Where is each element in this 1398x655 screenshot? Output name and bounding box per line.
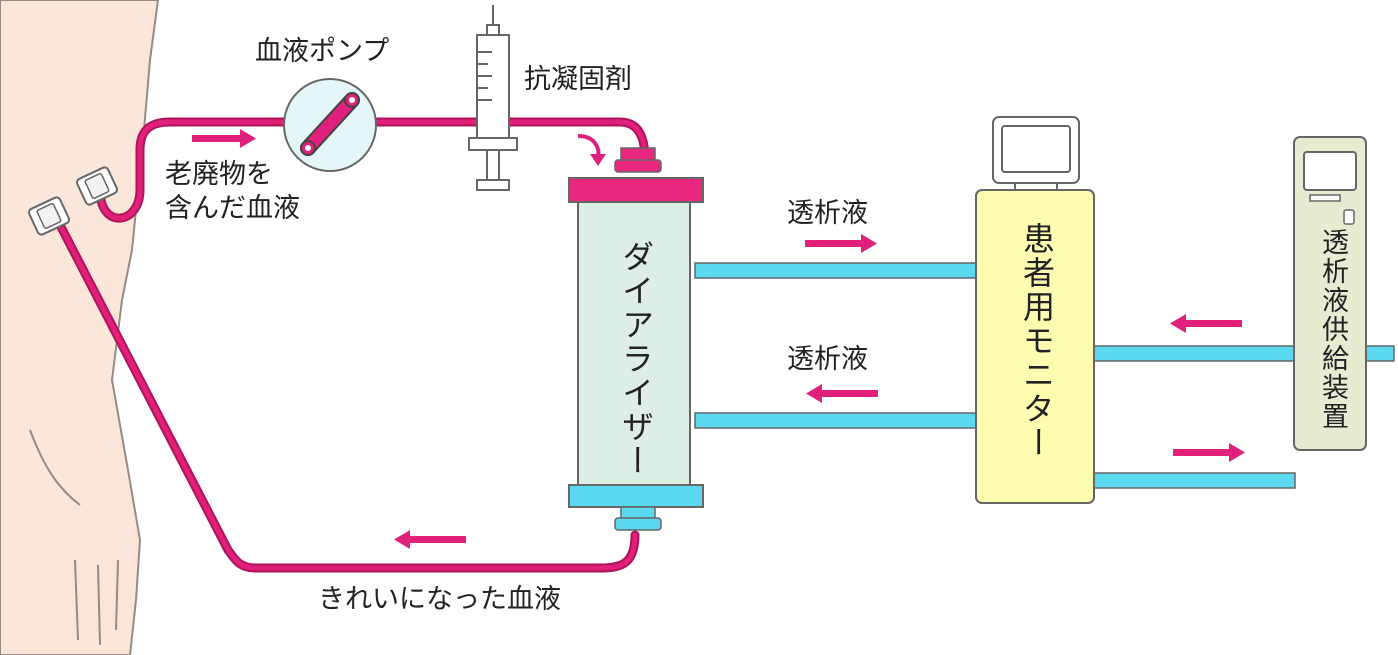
dialysate-label-bottom: 透析液 bbox=[787, 344, 868, 375]
arrow-right-icon bbox=[805, 234, 877, 253]
arrow-left-icon bbox=[394, 530, 466, 549]
dialysate-supply-device bbox=[1293, 136, 1367, 451]
anticoagulant-arrow bbox=[577, 134, 606, 166]
clean-blood-label: きれいになった血液 bbox=[318, 584, 561, 615]
arrow-right-icon bbox=[192, 129, 256, 148]
arrow-left-icon bbox=[806, 384, 878, 403]
arterial-blood-line bbox=[95, 117, 650, 223]
needle-connector-arterial bbox=[75, 166, 119, 206]
waste-blood-label: 老廃物を 含んだ血液 bbox=[165, 159, 300, 224]
needle-connector-venous bbox=[27, 196, 71, 236]
arrow-right-icon bbox=[1173, 443, 1245, 462]
venous-blood-line bbox=[55, 220, 640, 573]
patient-monitor-label: 患者用モニター bbox=[1018, 222, 1056, 460]
dialysate-label-top: 透析液 bbox=[787, 198, 868, 229]
anticoagulant-label: 抗凝固剤 bbox=[524, 64, 632, 95]
patient-monitor bbox=[975, 116, 1095, 504]
flow-arrows bbox=[192, 129, 1245, 549]
dialysate-supply-label: 透析液供給装置 bbox=[1317, 228, 1348, 431]
arrow-left-icon bbox=[1170, 314, 1242, 333]
blood-pump-label: 血液ポンプ bbox=[255, 36, 390, 67]
roller-pump-icon bbox=[283, 78, 377, 172]
dialyzer bbox=[568, 147, 704, 531]
dialyzer-label: ダイアライザー bbox=[617, 240, 655, 478]
syringe-icon bbox=[468, 5, 518, 191]
arm-illustration bbox=[0, 0, 160, 655]
